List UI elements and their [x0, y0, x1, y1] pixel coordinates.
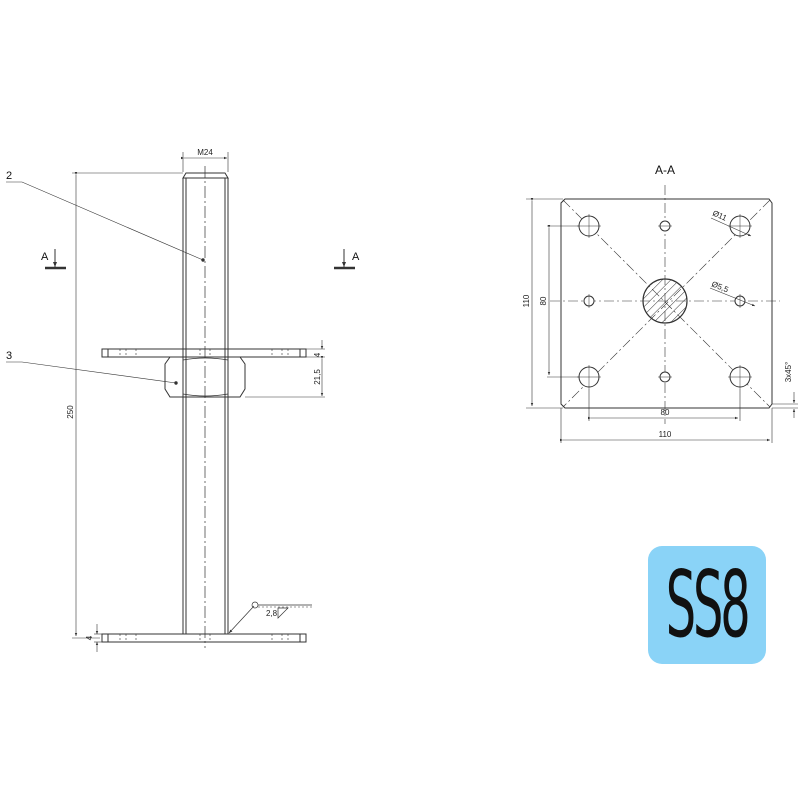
weld-size: 2,8 — [266, 609, 278, 618]
callout-3-leader — [6, 361, 177, 384]
chamfer-dimension: 3x45° — [784, 362, 793, 383]
hole-spacing-x-dimension: 80 — [661, 408, 670, 417]
section-title: A-A — [655, 163, 675, 177]
large-hole-diameter: Ø11 — [711, 209, 728, 223]
rod-cross-section — [642, 278, 688, 324]
threaded-rod — [182, 166, 229, 648]
nut-height: 21,5 — [313, 369, 322, 385]
height-dimension: 250 — [66, 405, 75, 419]
base-plate-thickness: 4 — [85, 635, 94, 640]
section-marker-left — [45, 249, 66, 270]
side-view — [6, 152, 355, 652]
plate-height-dimension: 110 — [522, 294, 531, 307]
brand-logo: SS8 — [648, 546, 766, 664]
callout-2: 2 — [6, 170, 12, 182]
hole-spacing-y-dimension: 80 — [539, 296, 548, 305]
section-label-right: A — [352, 251, 360, 263]
section-label-left: A — [41, 251, 49, 263]
top-plate — [101, 348, 307, 358]
top-plate-thickness: 4 — [313, 352, 322, 357]
plate-width-dimension: 110 — [659, 430, 672, 439]
thread-label: M24 — [197, 148, 213, 157]
weld-symbol — [228, 601, 312, 634]
logo-text: SS8 — [666, 551, 751, 658]
callout-3: 3 — [6, 350, 12, 362]
callout-2-leader — [6, 181, 204, 261]
section-marker-right — [334, 249, 355, 270]
hex-nut — [164, 356, 246, 398]
base-plate — [101, 633, 307, 643]
section-view — [526, 185, 798, 443]
